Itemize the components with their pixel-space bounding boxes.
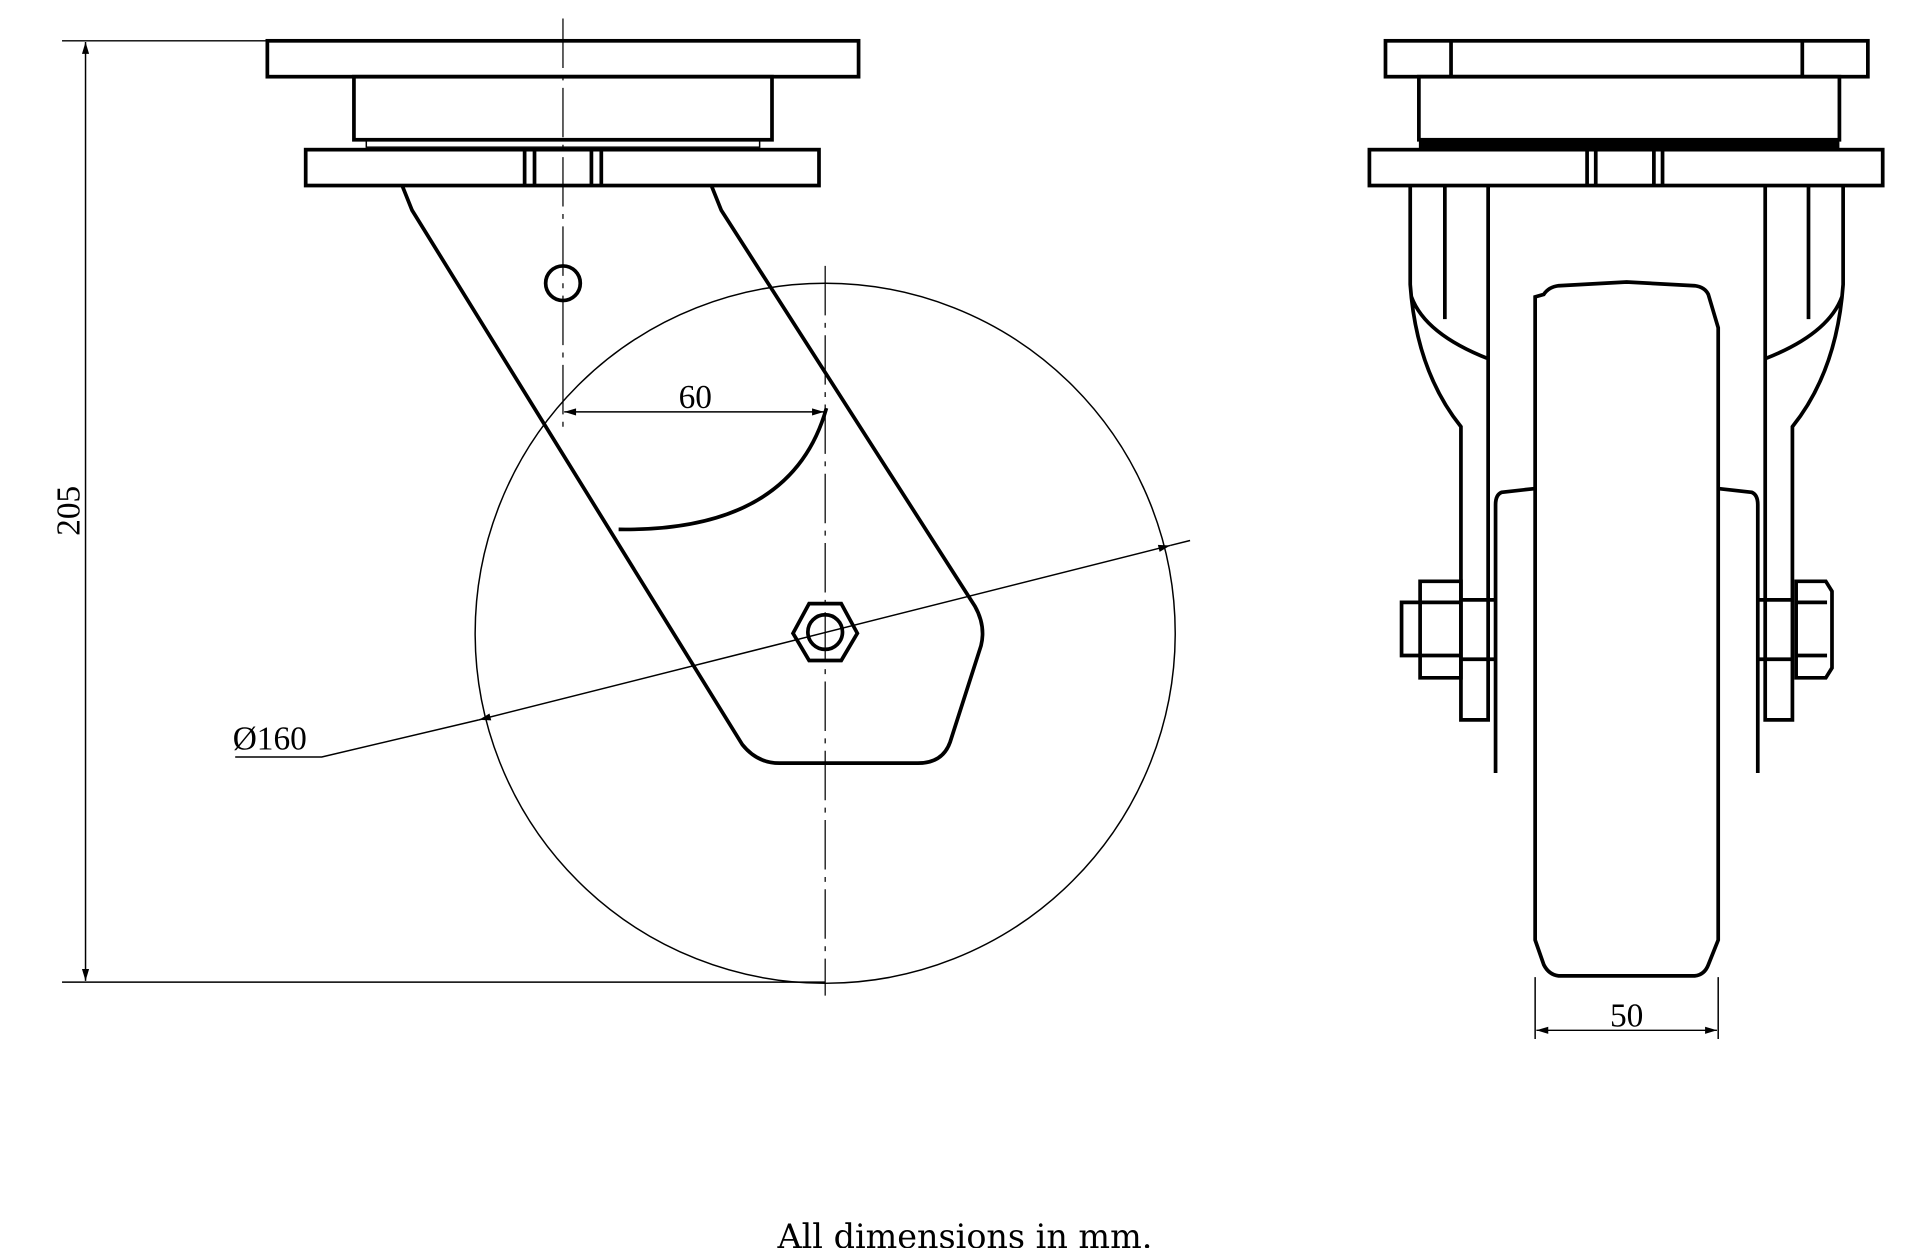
axle-nut-left <box>1399 579 1496 680</box>
side-view: 60 Ø160 205 <box>50 18 1191 996</box>
front-view: 50 <box>1367 38 1885 1039</box>
lower-plate-front <box>1367 147 1885 188</box>
fork-cutout-arc <box>618 407 829 532</box>
diameter-leader <box>235 719 480 758</box>
width-extension-lines <box>1534 977 1719 1039</box>
tyre <box>1533 280 1721 978</box>
axle-nut-right <box>1757 579 1834 680</box>
width-dimension-label: 50 <box>1610 998 1643 1035</box>
grease-hole <box>543 264 583 303</box>
bearing-front <box>1418 139 1840 150</box>
fork-leg <box>400 184 985 766</box>
units-caption: All dimensions in mm. <box>777 1217 1153 1248</box>
top-plate-front <box>1383 38 1870 79</box>
height-dimension-label: 205 <box>50 486 87 536</box>
top-plate-dividers <box>1449 40 1805 77</box>
diameter-extension <box>1170 539 1191 547</box>
hub <box>1493 486 1760 774</box>
offset-dimension-label: 60 <box>679 379 712 416</box>
diameter-dimension-label: Ø160 <box>233 721 307 758</box>
diameter-dimension-line <box>478 544 1171 721</box>
fork-leg-right <box>1763 185 1845 722</box>
kingpin-slots <box>522 149 604 186</box>
swivel-body-front <box>1417 74 1842 142</box>
fork-leg-left <box>1408 185 1490 722</box>
kingpin-slots-front <box>1585 149 1665 186</box>
